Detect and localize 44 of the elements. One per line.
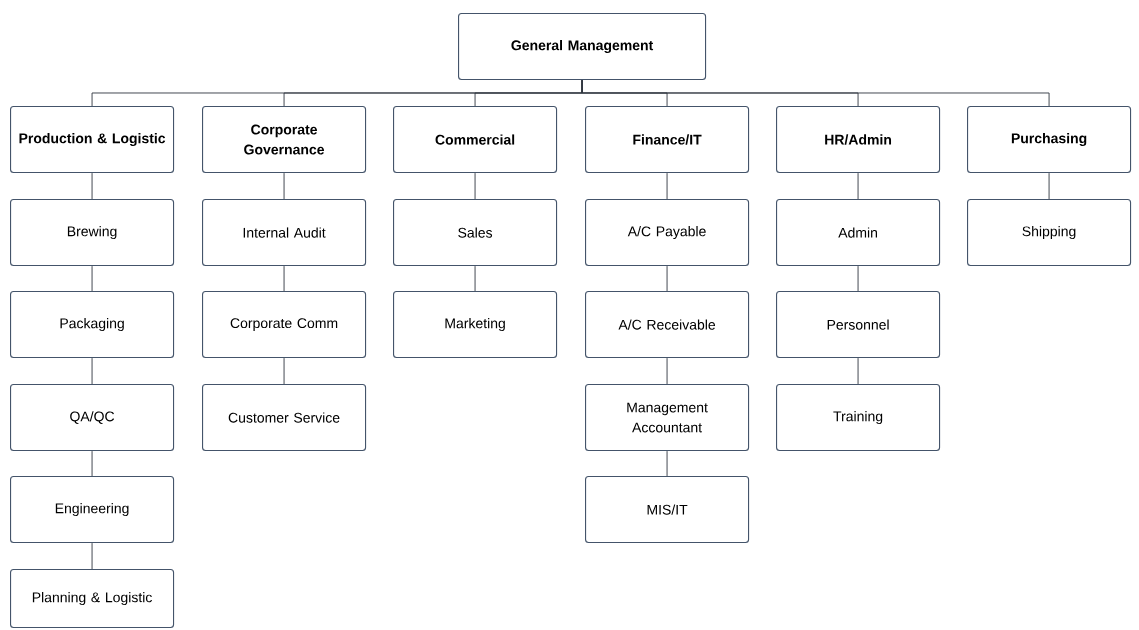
connector-line [91,357,93,385]
unit-box: Customer Service [202,384,367,452]
connector-line [474,172,476,200]
department-box: Production & Logistic [10,106,175,174]
connector-line [91,172,93,200]
unit-box: Packaging [10,291,175,359]
connector-line [666,357,668,385]
unit-box: Corporate Comm [202,291,367,359]
connector-line [283,172,285,200]
unit-box: Admin [776,199,941,267]
connector-line [283,357,285,385]
department-box: Purchasing [967,106,1132,174]
connector-line [91,265,93,292]
connector-line [666,172,668,200]
department-box: Finance/IT [585,106,750,174]
management-box: General Management [458,13,707,81]
connector-line [857,172,859,200]
unit-box: A/C Receivable [585,291,750,359]
unit-box: Engineering [10,476,175,544]
connector-line [283,265,285,292]
connector-line [666,450,668,477]
department-box: Corporate Governance [202,106,367,174]
unit-box: Internal Audit [202,199,367,267]
unit-box: Management Accountant [585,384,750,452]
department-box: HR/Admin [776,106,941,174]
unit-box: Shipping [967,199,1132,267]
unit-box: Planning & Logistic [10,569,175,629]
connector-line [474,265,476,292]
connector-line [666,265,668,292]
connector-line [581,79,1050,107]
connector-line [1048,172,1050,200]
connector-line [857,357,859,385]
unit-box: Marketing [393,291,558,359]
department-box: Commercial [393,106,558,174]
unit-box: Sales [393,199,558,267]
connector-line [91,542,93,570]
unit-box: QA/QC [10,384,175,452]
connector-line [91,450,93,477]
unit-box: Brewing [10,199,175,267]
connector-line [857,265,859,292]
unit-box: MIS/IT [585,476,750,544]
unit-box: A/C Payable [585,199,750,267]
unit-box: Personnel [776,291,941,359]
unit-box: Training [776,384,941,452]
